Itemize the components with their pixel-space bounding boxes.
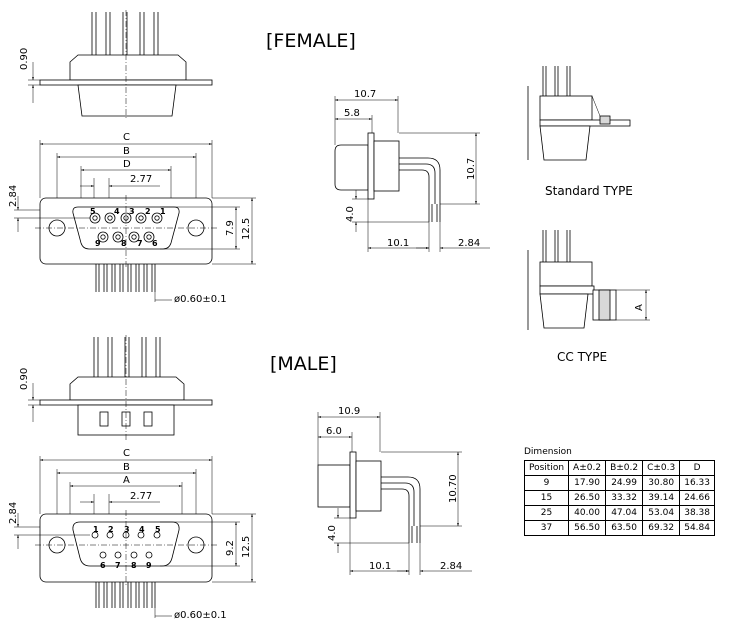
table-row: 37 56.50 63.50 69.32 54.84 — [523, 520, 715, 536]
pin-label: 5 — [155, 525, 161, 534]
dim-125: 12.5 — [241, 218, 252, 240]
dim-79: 7.9 — [225, 220, 236, 236]
table-cell: 15 — [523, 490, 570, 506]
table-cell: 69.32 — [642, 520, 681, 536]
pin-label: 2 — [108, 525, 114, 534]
table-cell: 33.32 — [605, 490, 644, 506]
pin-label: 7 — [137, 239, 143, 248]
dim-60: 6.0 — [326, 426, 342, 437]
dim-284: 2.84 — [458, 238, 480, 249]
cc-type-label: CC TYPE — [557, 350, 607, 364]
dim-101: 10.1 — [387, 238, 409, 249]
table-cell: 24.99 — [605, 475, 644, 491]
table-caption: Dimension — [524, 447, 572, 457]
table-cell: 39.14 — [642, 490, 681, 506]
table-cell: 25 — [523, 505, 570, 521]
pin-label: 7 — [115, 561, 121, 570]
pin-diameter: ø0.60±0.1 — [174, 610, 227, 621]
table-header: Position — [523, 460, 570, 476]
dim-a: A — [634, 304, 645, 311]
male-front-view: C B A 2.77 1 2 — [8, 448, 256, 621]
dim-92: 9.2 — [225, 540, 236, 556]
table-cell: 54.84 — [679, 520, 715, 536]
dim-a: A — [123, 475, 130, 486]
dim-d: D — [123, 159, 131, 170]
pin-diameter: ø0.60±0.1 — [174, 294, 227, 305]
table-header: A±0.2 — [568, 460, 607, 476]
pin-label: 9 — [95, 239, 101, 248]
dim-40: 4.0 — [327, 525, 338, 541]
pin-label: 3 — [124, 525, 130, 534]
pin-label: 9 — [146, 561, 152, 570]
dim-1070: 10.70 — [448, 474, 459, 503]
dim-277: 2.77 — [130, 174, 152, 185]
standard-type-view — [527, 66, 631, 161]
dim-b: B — [123, 462, 130, 473]
pin-label: 5 — [90, 207, 96, 216]
cc-type-view: A — [527, 230, 650, 330]
table-cell: 53.04 — [642, 505, 681, 521]
table-row: 9 17.90 24.99 30.80 16.33 — [523, 475, 715, 491]
table-header-row: Position A±0.2 B±0.2 C±0.3 D — [523, 460, 715, 476]
pin-label: 3 — [129, 207, 135, 216]
table-cell: 16.33 — [679, 475, 715, 491]
dim-c: C — [123, 448, 130, 459]
table-cell: 63.50 — [605, 520, 644, 536]
female-front-view: C B D 2.77 5 4 — [8, 132, 256, 305]
dimension-table: Position A±0.2 B±0.2 C±0.3 D 9 17.90 24.… — [523, 460, 715, 536]
dim-125: 12.5 — [241, 536, 252, 558]
dim-58: 5.8 — [344, 108, 360, 119]
dim-284: 2.84 — [8, 185, 19, 207]
pin-label: 4 — [114, 207, 120, 216]
dim-107: 10.7 — [354, 89, 376, 100]
pin-label: 6 — [100, 561, 106, 570]
dim-284: 2.84 — [440, 561, 462, 572]
table-cell: 37 — [523, 520, 570, 536]
table-cell: 9 — [523, 475, 570, 491]
pin-label: 8 — [131, 561, 137, 570]
table-cell: 26.50 — [568, 490, 607, 506]
standard-type-label: Standard TYPE — [545, 184, 633, 198]
table-header: C±0.3 — [642, 460, 681, 476]
pin-label: 6 — [152, 239, 158, 248]
table-header: B±0.2 — [605, 460, 644, 476]
pin-label: 8 — [121, 239, 127, 248]
table-cell: 30.80 — [642, 475, 681, 491]
male-top-view: 0.90 — [19, 335, 213, 440]
pin-label: 4 — [139, 525, 145, 534]
female-side-view: 10.7 5.8 10.7 4.0 10.1 2.84 — [334, 89, 490, 252]
dim-101: 10.1 — [369, 561, 391, 572]
table-cell: 56.50 — [568, 520, 607, 536]
dim-b: B — [123, 146, 130, 157]
male-side-view: 10.9 6.0 10.70 4.0 10.1 2.84 — [317, 406, 472, 575]
female-top-view: 0.90 — [19, 10, 213, 120]
pin-label: 2 — [145, 207, 151, 216]
pin-label: 1 — [160, 207, 166, 216]
table-cell: 17.90 — [568, 475, 607, 491]
table-cell: 40.00 — [568, 505, 607, 521]
table-row: 15 26.50 33.32 39.14 24.66 — [523, 490, 715, 506]
female-title: [FEMALE] — [266, 30, 356, 52]
dim-c: C — [123, 132, 130, 143]
male-title: [MALE] — [270, 353, 337, 375]
pin-label: 1 — [93, 525, 99, 534]
dim-284: 2.84 — [8, 502, 19, 524]
dim-109: 10.9 — [338, 406, 360, 417]
dim-107: 10.7 — [466, 158, 477, 180]
dim-40: 4.0 — [345, 206, 356, 222]
dim-090: 0.90 — [19, 368, 30, 390]
table-header: D — [679, 460, 715, 476]
table-cell: 38.38 — [679, 505, 715, 521]
table-cell: 47.04 — [605, 505, 644, 521]
table-cell: 24.66 — [679, 490, 715, 506]
dim-090: 0.90 — [19, 48, 30, 70]
table-row: 25 40.00 47.04 53.04 38.38 — [523, 505, 715, 521]
dim-277: 2.77 — [130, 491, 152, 502]
